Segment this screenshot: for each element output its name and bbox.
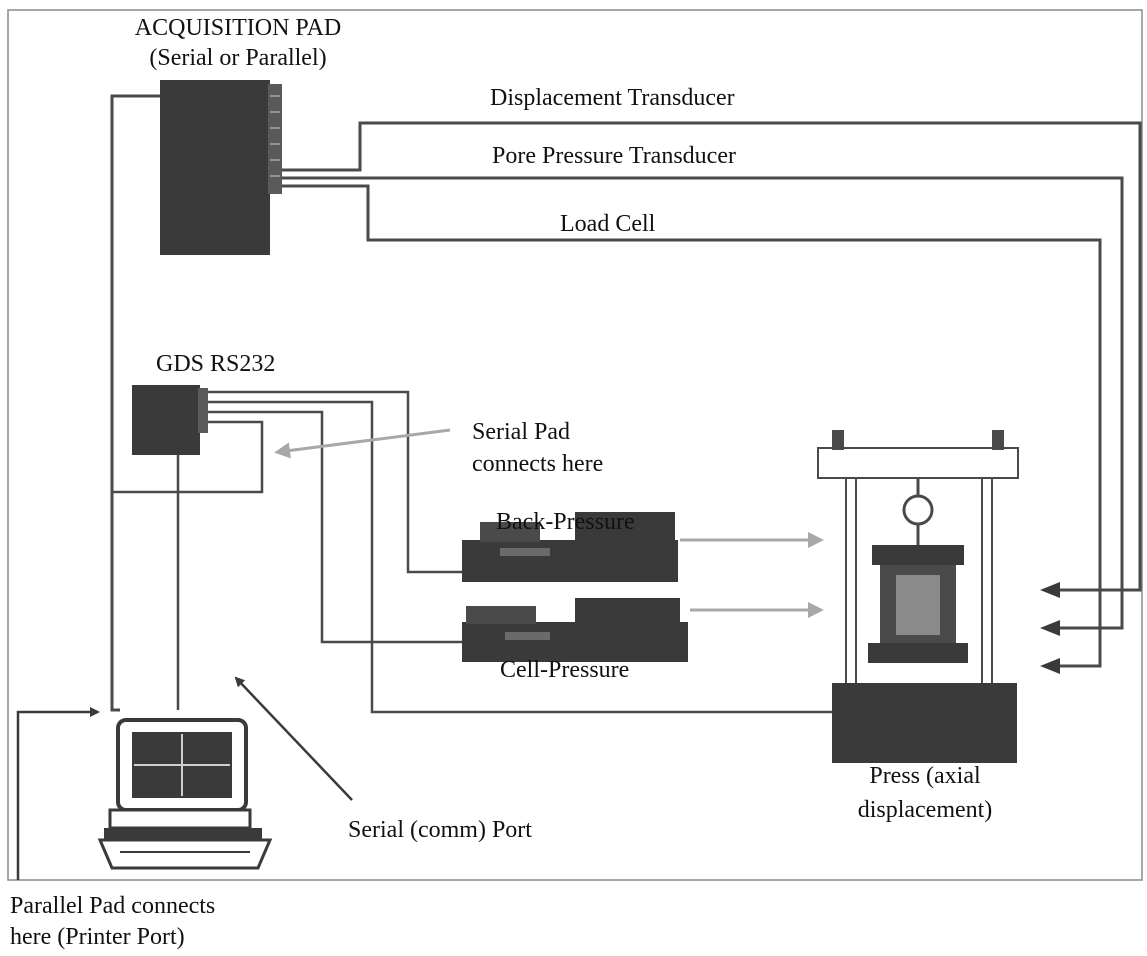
back-pressure-controller xyxy=(462,512,678,582)
parallel-pad-label-line2: here (Printer Port) xyxy=(10,924,185,950)
acquisition-pad-subtitle: (Serial or Parallel) xyxy=(149,45,327,71)
load-cell-cable xyxy=(282,184,1102,668)
computer xyxy=(97,718,273,870)
parallel-port-pointer xyxy=(16,707,100,880)
transducer-cables xyxy=(110,94,1142,712)
serial-port-pointer xyxy=(234,676,353,801)
parallel-pad-label-line1: Parallel Pad connects xyxy=(10,893,216,919)
serial-pad-label-line1: Serial Pad xyxy=(472,419,570,445)
cell-pressure-label: Cell-Pressure xyxy=(500,657,630,683)
press-label-line2: displacement) xyxy=(857,797,993,823)
displacement-transducer-label: Displacement Transducer xyxy=(490,85,735,111)
load-cell-label: Load Cell xyxy=(560,211,656,237)
serial-pad-pointer xyxy=(274,428,451,459)
gds-controller xyxy=(132,385,208,455)
gds-rs232-label: GDS RS232 xyxy=(156,351,276,377)
press-label-line1: Press (axial xyxy=(869,763,981,789)
press-input-arrows xyxy=(1040,582,1060,674)
acquisition-pad xyxy=(160,80,282,255)
pore-pressure-transducer-label: Pore Pressure Transducer xyxy=(492,143,736,169)
back-pressure-label: Back-Pressure xyxy=(496,509,635,535)
serial-pad-label-line2: connects here xyxy=(472,451,604,477)
pore-pressure-cable xyxy=(282,176,1124,630)
pad-to-computer-cable xyxy=(110,94,160,712)
serial-comm-port-label: Serial (comm) Port xyxy=(348,817,532,843)
displacement-cable xyxy=(282,121,1142,592)
figure-border xyxy=(7,9,1143,881)
acquisition-pad-title: ACQUISITION PAD xyxy=(134,15,342,41)
cell-pressure-controller xyxy=(462,598,688,662)
gds-cables xyxy=(112,390,832,714)
triaxial-press xyxy=(817,430,1019,763)
